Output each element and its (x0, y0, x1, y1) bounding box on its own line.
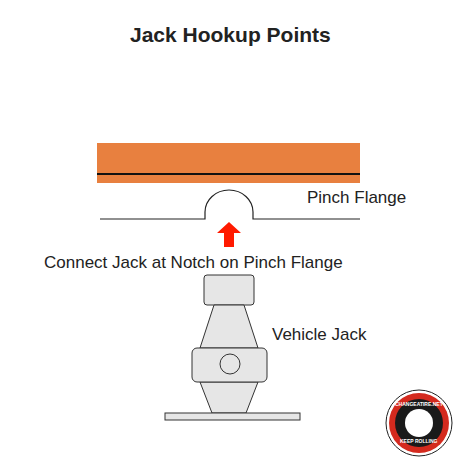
vehicle-jack (165, 275, 300, 420)
logo-badge (386, 390, 452, 456)
vehicle-body (97, 143, 360, 183)
watermark: KEEP ROLLING (400, 439, 437, 444)
part-label: Vehicle Jack (272, 326, 367, 343)
instruction-label: Connect Jack at Notch on Pinch Flange (44, 254, 343, 271)
red-arrow (217, 222, 241, 247)
diagram-title: Jack Hookup Points (130, 24, 331, 45)
part-label: Pinch Flange (307, 189, 406, 206)
body-seam (97, 173, 360, 175)
watermark: CHANGEATIRE.NET (395, 402, 443, 407)
